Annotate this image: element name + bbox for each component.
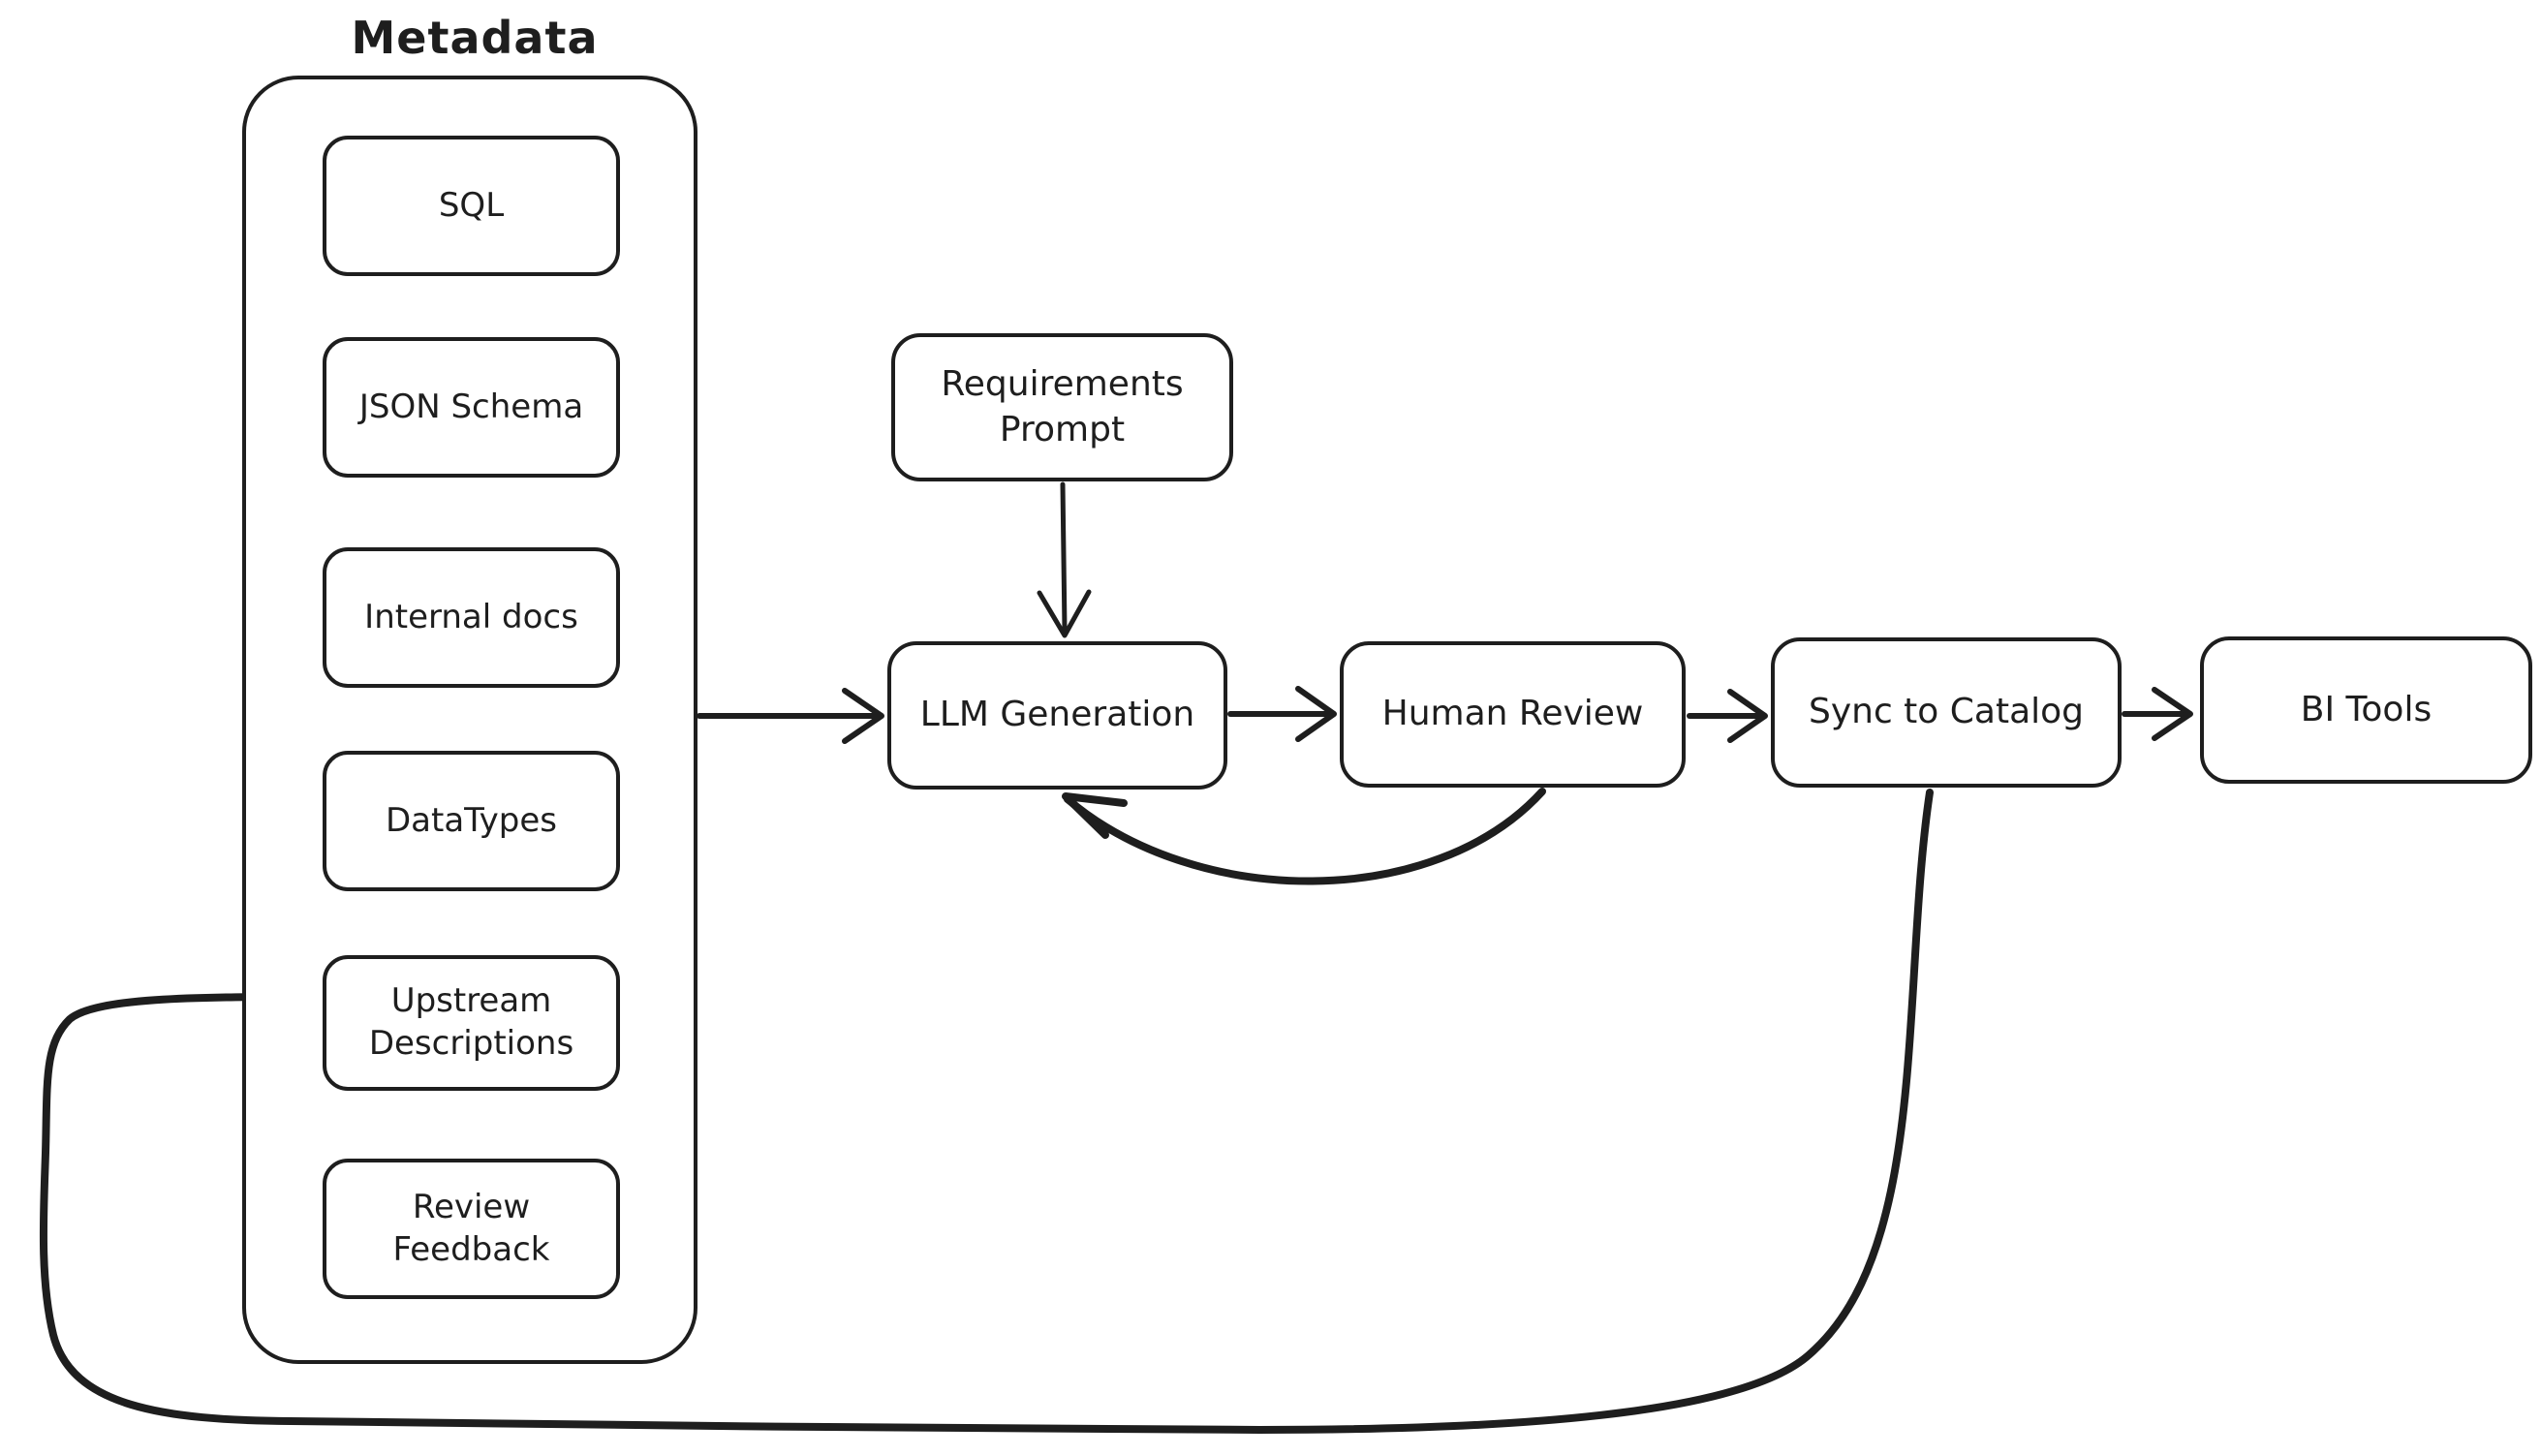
node-bi-tools: BI Tools bbox=[2200, 636, 2532, 784]
node-review-feedback-label: Review Feedback bbox=[392, 1187, 550, 1269]
node-human-review-label: Human Review bbox=[1381, 694, 1644, 734]
node-internal-docs: Internal docs bbox=[323, 547, 620, 688]
node-review-feedback: Review Feedback bbox=[323, 1159, 620, 1299]
node-datatypes-label: DataTypes bbox=[386, 800, 557, 840]
node-upstream-descriptions: Upstream Descriptions bbox=[323, 955, 620, 1091]
node-sync-to-catalog: Sync to Catalog bbox=[1771, 637, 2122, 788]
edge-llm-generation-to-human-review bbox=[1227, 686, 1337, 742]
edge-metadata-to-llm-generation bbox=[697, 688, 884, 744]
edge-human-review-to-llm-generation-feedback bbox=[1062, 788, 1546, 885]
node-upstream-descriptions-label: Upstream Descriptions bbox=[368, 981, 574, 1063]
node-sync-to-catalog-label: Sync to Catalog bbox=[1808, 692, 2085, 732]
edge-requirements-prompt-to-llm-generation bbox=[1037, 481, 1092, 638]
node-sql: SQL bbox=[323, 136, 620, 276]
node-internal-docs-label: Internal docs bbox=[364, 597, 578, 636]
metadata-container-title: Metadata bbox=[320, 8, 630, 68]
node-requirements-prompt-label: Requirements Prompt bbox=[941, 364, 1184, 449]
node-json-schema-label: JSON Schema bbox=[358, 387, 584, 426]
node-llm-generation-label: LLM Generation bbox=[919, 695, 1195, 735]
node-requirements-prompt: Requirements Prompt bbox=[891, 333, 1233, 481]
node-bi-tools-label: BI Tools bbox=[2300, 689, 2433, 729]
node-human-review: Human Review bbox=[1340, 641, 1686, 788]
node-llm-generation: LLM Generation bbox=[887, 641, 1227, 790]
node-sql-label: SQL bbox=[438, 185, 505, 225]
node-datatypes: DataTypes bbox=[323, 751, 620, 891]
metadata-title-text: Metadata bbox=[351, 12, 599, 64]
node-json-schema: JSON Schema bbox=[323, 337, 620, 478]
metadata-container bbox=[242, 76, 697, 1364]
edge-human-review-to-sync-to-catalog bbox=[1687, 689, 1768, 743]
edge-sync-to-catalog-to-bi-tools bbox=[2122, 687, 2193, 741]
